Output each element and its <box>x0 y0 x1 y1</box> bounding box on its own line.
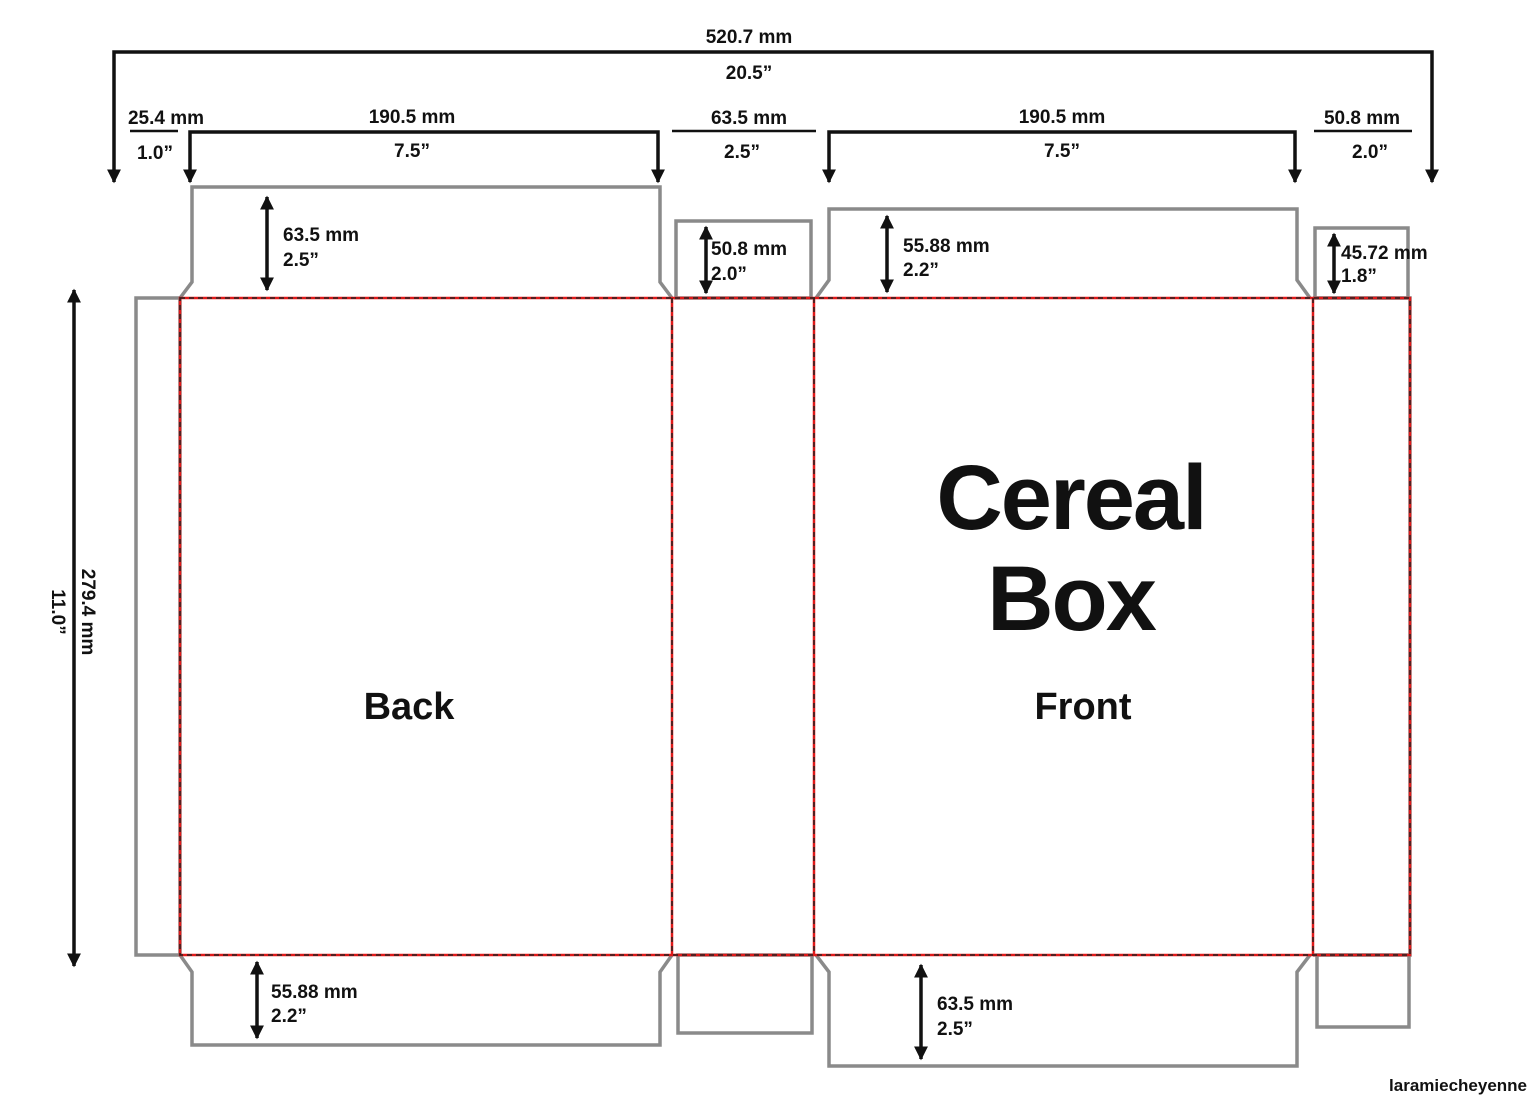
side-width-mm: 63.5 mm <box>711 108 787 129</box>
front-top-flap-dimension: 55.88 mm 2.2” <box>880 214 990 294</box>
right-side-width-mm: 50.8 mm <box>1324 108 1400 129</box>
side-top-flap-dimension: 50.8 mm 2.0” <box>699 225 787 295</box>
back-top-flap <box>178 185 674 300</box>
back-bottom-flap-in: 2.2” <box>271 1006 307 1027</box>
side-bottom-flap <box>676 953 814 1035</box>
fold-outer <box>178 296 1412 957</box>
right-side-panel <box>1313 296 1412 957</box>
title-line-2: Box <box>987 548 1157 650</box>
right-top-flap-in: 1.8” <box>1341 266 1377 287</box>
back-width-mm: 190.5 mm <box>369 107 456 128</box>
front-top-flap <box>814 207 1312 300</box>
side-width-in: 2.5” <box>724 142 760 163</box>
right-side-width-in: 2.0” <box>1352 142 1388 163</box>
right-side-bottom-flap <box>1315 953 1411 1029</box>
height-in: 11.0” <box>47 589 68 634</box>
right-side-width-dimension: 50.8 mm 2.0” <box>1314 108 1412 163</box>
total-width-mm: 520.7 mm <box>706 27 793 48</box>
front-panel-label: Front <box>1034 686 1131 728</box>
total-width-dimension: 520.7 mm 20.5” <box>107 27 1439 184</box>
title-line-1: Cereal <box>936 447 1205 549</box>
cut-outline <box>134 185 1412 1068</box>
back-bottom-flap <box>178 953 674 1047</box>
right-top-flap-mm: 45.72 mm <box>1341 243 1428 264</box>
side-top-flap-in: 2.0” <box>711 264 747 285</box>
back-width-dimension: 190.5 mm 7.5” <box>183 107 665 184</box>
fold-dash-outer <box>179 297 1411 956</box>
front-width-mm: 190.5 mm <box>1019 107 1106 128</box>
back-bottom-flap-dimension: 55.88 mm 2.2” <box>250 960 358 1040</box>
glue-tab-mm: 25.4 mm <box>128 108 204 129</box>
front-width-dimension: 190.5 mm 7.5” <box>822 107 1302 184</box>
height-dimension: 279.4 mm 11.0” <box>47 288 98 968</box>
back-top-flap-in: 2.5” <box>283 250 319 271</box>
back-width-in: 7.5” <box>394 141 430 162</box>
front-bottom-flap-mm: 63.5 mm <box>937 994 1013 1015</box>
glue-tab-in: 1.0” <box>137 143 173 164</box>
front-top-flap-in: 2.2” <box>903 260 939 281</box>
side-top-flap-mm: 50.8 mm <box>711 239 787 260</box>
front-top-flap-mm: 55.88 mm <box>903 236 990 257</box>
front-bottom-flap-dimension: 63.5 mm 2.5” <box>914 963 1013 1061</box>
glue-tab <box>134 296 182 957</box>
front-width-in: 7.5” <box>1044 141 1080 162</box>
height-mm: 279.4 mm <box>77 569 98 656</box>
back-top-flap-mm: 63.5 mm <box>283 225 359 246</box>
fold-lines <box>178 296 1412 957</box>
side-width-dimension: 63.5 mm 2.5” <box>672 108 816 163</box>
glue-tab-width-dimension: 25.4 mm 1.0” <box>128 108 204 164</box>
back-top-flap-dimension: 63.5 mm 2.5” <box>260 195 359 292</box>
front-bottom-flap-in: 2.5” <box>937 1019 973 1040</box>
back-panel-label: Back <box>364 686 456 728</box>
back-bottom-flap-mm: 55.88 mm <box>271 982 358 1003</box>
right-top-flap-dimension: 45.72 mm 1.8” <box>1327 232 1428 295</box>
front-bottom-flap <box>814 953 1312 1068</box>
total-width-in: 20.5” <box>726 63 772 84</box>
credit-text: laramiecheyenne <box>1389 1076 1527 1095</box>
